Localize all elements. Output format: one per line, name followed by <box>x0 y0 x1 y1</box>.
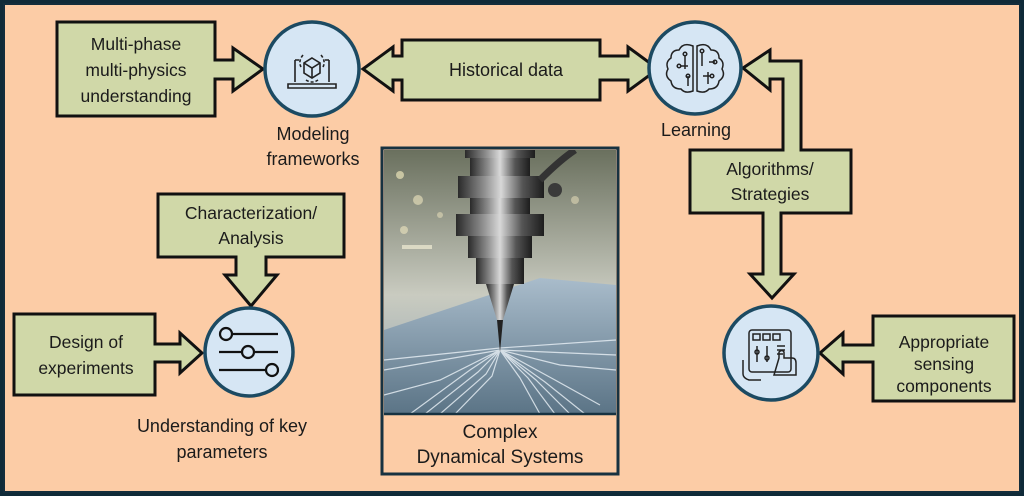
center-photo-frame: Complex Dynamical Systems <box>380 146 620 476</box>
control-panel-hand-icon <box>742 329 797 381</box>
precision-tool-image <box>384 150 616 414</box>
learning-label: Learning <box>661 120 731 140</box>
design-box: Design of experiments <box>12 312 205 397</box>
multiphase-line1: Multi-phase <box>91 34 181 54</box>
brain-circuit-icon <box>665 43 725 93</box>
algorithms-box: Algorithms/ Strategies <box>688 47 853 301</box>
algorithms-line2: Strategies <box>731 184 810 204</box>
historical-data-label: Historical data <box>449 60 564 80</box>
characterization-line2: Analysis <box>218 228 283 248</box>
multiphase-line3: understanding <box>81 86 192 106</box>
design-line2: experiments <box>38 358 134 378</box>
modeling-label-line2: frameworks <box>266 149 359 169</box>
modeling-node <box>263 20 361 118</box>
laptop-atom-icon <box>287 54 337 89</box>
multiphase-line2: multi-physics <box>85 60 186 80</box>
key-parameters-label-line1: Understanding of key <box>137 416 307 436</box>
characterization-box: Characterization/ Analysis <box>156 192 346 309</box>
design-line1: Design of <box>49 332 123 352</box>
modeling-label-line1: Modeling <box>276 124 349 144</box>
appropriate-sensing-box: Appropriate sensing components <box>817 314 1016 403</box>
appropriate-line1: Appropriate <box>899 332 989 352</box>
appropriate-line2: sensing <box>914 354 974 374</box>
historical-data-box: Historical data <box>360 38 661 102</box>
center-caption-line1: Complex <box>463 422 538 443</box>
sensing-node <box>722 304 820 402</box>
appropriate-line3: components <box>896 376 992 396</box>
algorithms-line1: Algorithms/ <box>726 159 814 179</box>
sliders-icon <box>218 326 280 378</box>
center-caption-line2: Dynamical Systems <box>417 447 584 468</box>
key-parameters-node <box>203 306 295 398</box>
characterization-line1: Characterization/ <box>185 203 317 223</box>
multiphase-box: Multi-phase multi-physics understanding <box>55 20 266 118</box>
learning-node <box>647 20 743 116</box>
key-parameters-label-line2: parameters <box>176 442 267 462</box>
